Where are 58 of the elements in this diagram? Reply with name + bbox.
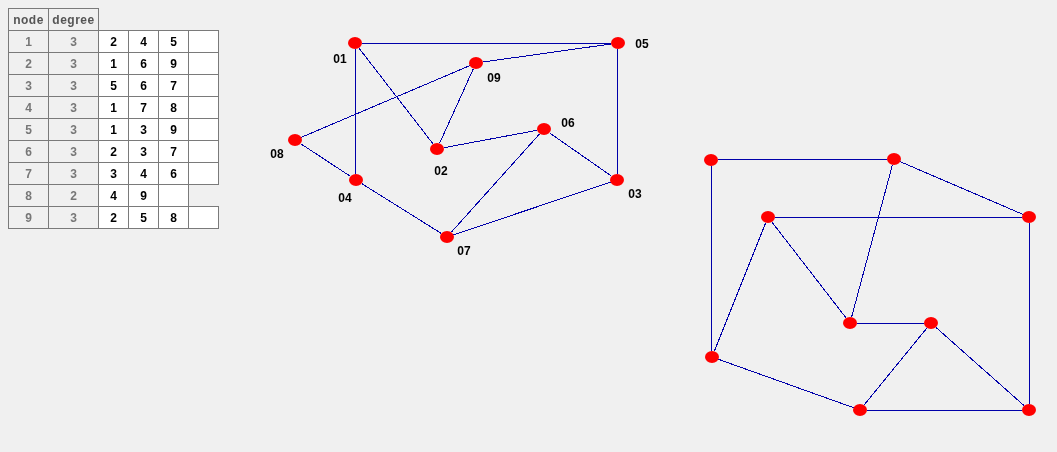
graph-edge <box>482 43 612 63</box>
vertex-dot <box>469 57 483 69</box>
vertex-dot <box>611 37 625 49</box>
graph-edge <box>358 47 434 145</box>
graph-edge <box>439 68 474 144</box>
table-cell: 5 <box>128 206 159 229</box>
vertex-dot <box>853 404 867 416</box>
graph-edge <box>863 327 928 406</box>
vertex-dot <box>843 317 857 329</box>
vertex-dot <box>761 211 775 223</box>
vertex-dot <box>705 351 719 363</box>
vertex-dot <box>349 174 363 186</box>
vertex-label: 08 <box>270 147 284 161</box>
graph-edge <box>856 322 925 324</box>
graph-edge <box>300 143 351 177</box>
graph-edge <box>710 165 713 352</box>
vertex-label: 05 <box>635 37 649 51</box>
graph-edge <box>935 326 1025 407</box>
graph-edge <box>300 65 471 138</box>
vertex-label: 09 <box>487 71 501 85</box>
graph-edge <box>548 132 613 177</box>
vertex-dot <box>704 154 718 166</box>
graph-edge <box>717 358 855 409</box>
graph-edge <box>774 216 1023 218</box>
vertex-label: 06 <box>561 116 575 130</box>
graph-edge <box>453 181 611 236</box>
vertex-dot <box>924 317 938 329</box>
graph-edge <box>361 183 442 234</box>
table-cell: 9 <box>8 206 49 229</box>
graph-edge <box>354 48 357 175</box>
graph-edge <box>771 221 847 319</box>
vertex-dot <box>1022 404 1036 416</box>
graph-edge <box>713 222 767 352</box>
vertex-label: 07 <box>457 244 471 258</box>
vertex-dot <box>288 134 302 146</box>
graph-edge <box>866 409 1023 411</box>
vertex-label: 02 <box>434 164 448 178</box>
graph-edge <box>717 158 888 161</box>
table-cell: 8 <box>158 206 189 229</box>
graph-edge <box>443 129 538 149</box>
graph-edge <box>361 42 612 44</box>
vertex-dot <box>348 37 362 49</box>
vertex-label: 01 <box>333 52 347 66</box>
vertex-dot <box>430 143 444 155</box>
vertex-dot <box>440 231 454 243</box>
vertex-dot <box>610 174 624 186</box>
vertex-label: 03 <box>628 187 642 201</box>
graph-edge <box>899 161 1024 215</box>
graph-edge <box>450 133 541 233</box>
vertex-label: 04 <box>338 191 352 205</box>
graph-edge <box>616 48 619 175</box>
vertex-dot <box>1022 211 1036 223</box>
vertex-dot <box>537 123 551 135</box>
table-cell: 2 <box>98 206 129 229</box>
vertex-dot <box>887 153 901 165</box>
graph-edge <box>851 164 893 318</box>
column-header: degree <box>48 8 99 31</box>
graph-edge <box>1028 222 1030 405</box>
